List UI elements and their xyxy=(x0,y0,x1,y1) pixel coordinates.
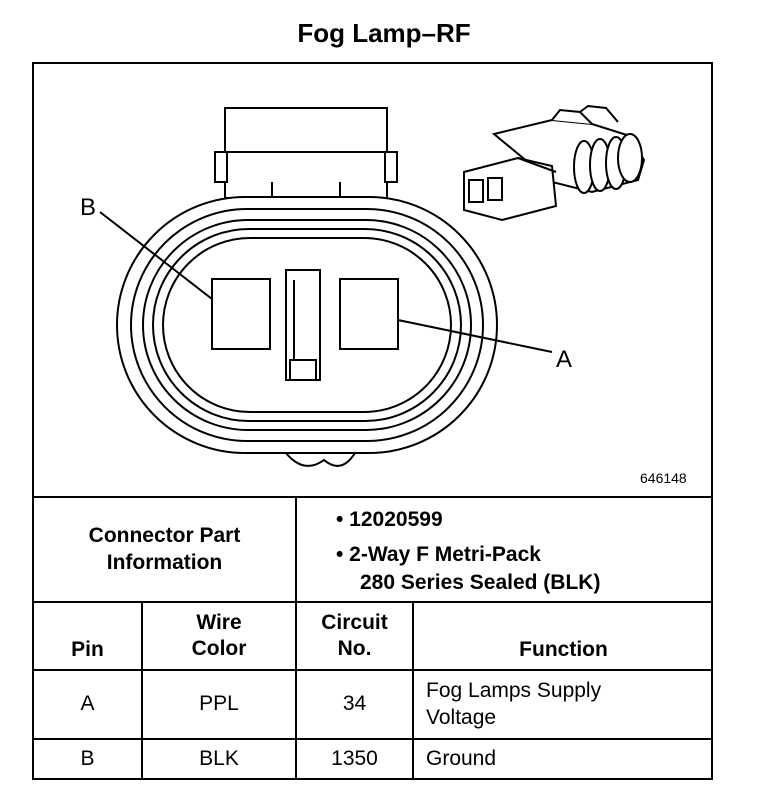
header-pin: Pin xyxy=(71,637,104,661)
part-info-values: • 12020599 • 2-Way F Metri-Pack 280 Seri… xyxy=(336,506,600,596)
part-description-line2: 280 Series Sealed (BLK) xyxy=(360,570,601,594)
page-title: Fog Lamp–RF xyxy=(297,18,471,48)
divider xyxy=(32,496,713,498)
connector-sheet-frame xyxy=(32,62,713,780)
pin-b-callout: B xyxy=(80,194,97,221)
divider xyxy=(141,601,143,780)
divider xyxy=(412,601,414,780)
connector-face-diagram xyxy=(99,104,646,467)
divider xyxy=(295,496,297,780)
figure-id: 646148 xyxy=(640,470,687,486)
row-a-circuit: 34 xyxy=(342,692,367,716)
row-b-function: Ground xyxy=(426,746,497,770)
part-number: • 12020599 xyxy=(336,508,443,531)
pin-a-callout: A xyxy=(556,346,573,373)
divider xyxy=(32,669,713,671)
row-a-pin: A xyxy=(80,692,95,716)
part-info-label: Connector Part Information xyxy=(88,524,241,574)
part-description-line1: • 2-Way F Metri-Pack xyxy=(336,543,541,567)
connector-thumbnail-icon xyxy=(463,104,646,222)
row-b-pin: B xyxy=(80,746,95,770)
divider xyxy=(32,601,713,603)
row-b-circuit: 1350 xyxy=(331,746,378,770)
header-wire-color: Wire Color xyxy=(191,610,247,660)
header-function: Function xyxy=(519,637,608,661)
row-a-function: Fog Lamps Supply Voltage xyxy=(426,679,602,729)
divider xyxy=(32,738,713,740)
row-a-wire-color: PPL xyxy=(199,692,239,716)
header-circuit-no: Circuit No. xyxy=(321,610,388,660)
row-b-wire-color: BLK xyxy=(199,746,239,770)
